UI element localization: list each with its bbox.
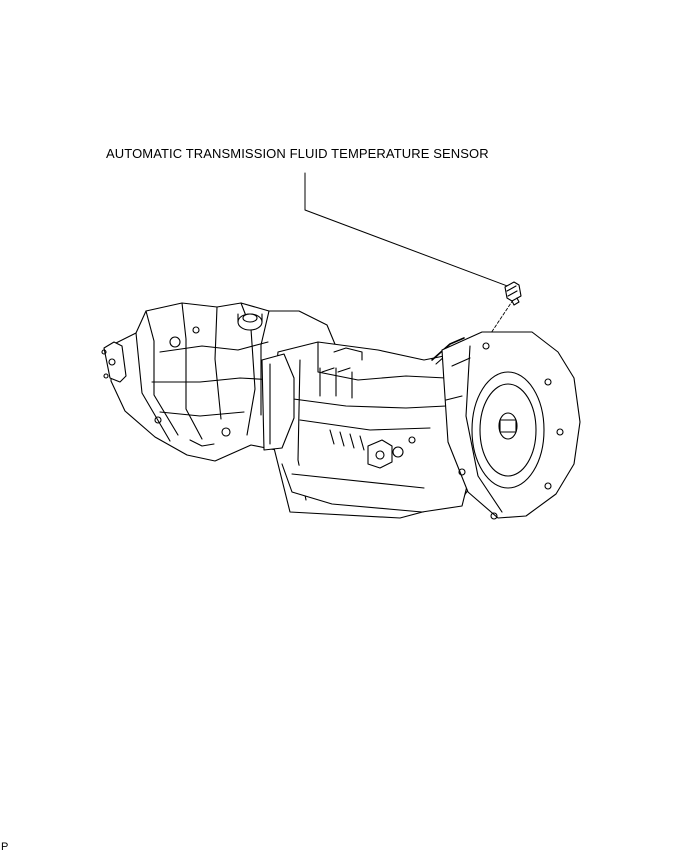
adapter-flange <box>261 353 295 451</box>
leader-line <box>304 172 511 288</box>
callout-label-fluid-temperature-sensor: AUTOMATIC TRANSMISSION FLUID TEMPERATURE… <box>106 146 489 161</box>
page-code: P <box>1 841 9 853</box>
fluid-temperature-sensor <box>504 281 522 306</box>
bell-housing <box>441 331 581 520</box>
